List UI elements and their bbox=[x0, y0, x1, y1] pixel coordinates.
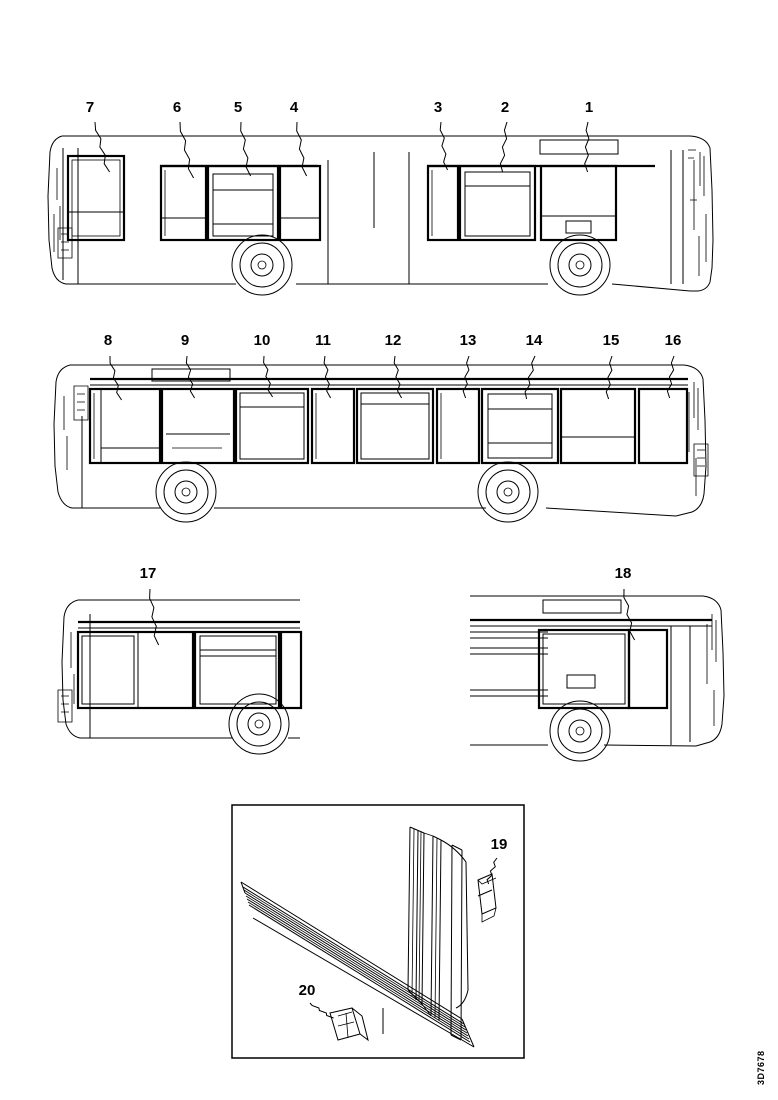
svg-text:3D7678: 3D7678 bbox=[756, 1050, 766, 1085]
window-unit-3 bbox=[426, 164, 460, 242]
callout-18[interactable]: 18 bbox=[615, 565, 636, 641]
callout-10[interactable]: 10 bbox=[254, 332, 274, 398]
view-lower-left-partial bbox=[57, 599, 303, 755]
callout-16[interactable]: 16 bbox=[665, 332, 682, 399]
callout-leader-6 bbox=[179, 121, 195, 179]
callout-number-20: 20 bbox=[299, 982, 316, 999]
callout-4[interactable]: 4 bbox=[290, 99, 308, 177]
callout-15[interactable]: 15 bbox=[603, 332, 620, 400]
window-unit-4 bbox=[278, 164, 322, 242]
callout-leader-11 bbox=[323, 355, 332, 399]
callout-leader-13 bbox=[462, 355, 470, 399]
wheel-front-view2 bbox=[477, 461, 539, 523]
callout-7[interactable]: 7 bbox=[86, 99, 111, 173]
callout-leader-15 bbox=[605, 355, 613, 400]
callout-number-5: 5 bbox=[234, 99, 242, 116]
clip-part-20 bbox=[329, 1007, 384, 1042]
callout-leader-5 bbox=[240, 121, 252, 177]
callout-number-1: 1 bbox=[585, 99, 593, 116]
callout-number-9: 9 bbox=[181, 332, 189, 349]
window-unit-9 bbox=[160, 387, 236, 465]
view-lower-right-partial bbox=[470, 595, 725, 762]
callout-19[interactable]: 19 bbox=[486, 836, 508, 885]
callout-3[interactable]: 3 bbox=[434, 99, 449, 171]
callout-14[interactable]: 14 bbox=[524, 332, 543, 400]
window-unit-6 bbox=[159, 164, 208, 242]
callout-number-14: 14 bbox=[526, 332, 543, 349]
callout-number-3: 3 bbox=[434, 99, 442, 116]
callout-leader-16 bbox=[666, 355, 675, 399]
window-unit-5 bbox=[206, 164, 280, 242]
callout-number-4: 4 bbox=[290, 99, 299, 116]
drawing-code: 3D7678 bbox=[756, 1050, 766, 1085]
callout-leader-4 bbox=[296, 121, 308, 177]
wheel-rear-view1 bbox=[231, 234, 293, 296]
callout-number-18: 18 bbox=[615, 565, 632, 582]
callout-11[interactable]: 11 bbox=[315, 332, 332, 399]
callout-2[interactable]: 2 bbox=[499, 99, 509, 173]
callout-number-12: 12 bbox=[385, 332, 402, 349]
window-unit-12 bbox=[355, 387, 435, 465]
wheel-view4 bbox=[549, 700, 611, 762]
callout-leader-7 bbox=[94, 121, 111, 173]
callout-13[interactable]: 13 bbox=[460, 332, 477, 399]
clip-part-19 bbox=[477, 873, 497, 923]
callout-number-13: 13 bbox=[460, 332, 477, 349]
callout-leader-18 bbox=[623, 588, 636, 641]
callout-leader-19 bbox=[486, 857, 498, 885]
window-unit-1 bbox=[539, 164, 618, 242]
callout-number-17: 17 bbox=[140, 565, 157, 582]
window-unit-14 bbox=[480, 387, 560, 465]
view-detail-inset bbox=[231, 804, 525, 1059]
window-unit-16 bbox=[637, 387, 689, 465]
callout-number-7: 7 bbox=[86, 99, 94, 116]
callout-leader-1 bbox=[584, 121, 590, 173]
window-unit-8 bbox=[88, 387, 162, 465]
callout-number-19: 19 bbox=[491, 836, 508, 853]
callout-number-11: 11 bbox=[315, 332, 331, 349]
callout-12[interactable]: 12 bbox=[385, 332, 403, 399]
callout-number-16: 16 bbox=[665, 332, 682, 349]
window-unit-2 bbox=[458, 164, 537, 242]
callout-leader-2 bbox=[499, 121, 508, 173]
view-upper-side-elevation bbox=[47, 135, 714, 296]
window-unit-15 bbox=[559, 387, 637, 465]
window-unit-17 bbox=[76, 630, 303, 710]
callout-leader-12 bbox=[393, 355, 403, 399]
callout-leader-20 bbox=[309, 1002, 334, 1019]
callout-9[interactable]: 9 bbox=[181, 332, 196, 399]
callout-leader-3 bbox=[439, 121, 449, 171]
callout-number-10: 10 bbox=[254, 332, 271, 349]
callout-20[interactable]: 20 bbox=[299, 982, 334, 1019]
window-unit-11 bbox=[310, 387, 356, 465]
window-unit-13 bbox=[435, 387, 481, 465]
callout-17[interactable]: 17 bbox=[140, 565, 160, 646]
callout-leader-8 bbox=[109, 355, 123, 401]
callout-number-6: 6 bbox=[173, 99, 181, 116]
callout-leader-9 bbox=[185, 355, 196, 399]
callout-number-8: 8 bbox=[104, 332, 112, 349]
callout-5[interactable]: 5 bbox=[234, 99, 252, 177]
wheel-front-view1 bbox=[549, 234, 611, 296]
callout-6[interactable]: 6 bbox=[173, 99, 195, 179]
callout-leader-10 bbox=[263, 355, 274, 398]
window-unit-10 bbox=[234, 387, 310, 465]
callout-8[interactable]: 8 bbox=[104, 332, 123, 401]
callout-leader-17 bbox=[149, 588, 160, 646]
callout-number-15: 15 bbox=[603, 332, 620, 349]
callout-1[interactable]: 1 bbox=[584, 99, 593, 173]
view-middle-side-elevation bbox=[53, 364, 709, 523]
window-rail-extrusion bbox=[240, 881, 475, 1048]
callout-leader-14 bbox=[524, 355, 536, 400]
wheel-view3 bbox=[228, 693, 290, 755]
window-unit-7 bbox=[66, 154, 126, 242]
pillar-profile bbox=[407, 826, 469, 1041]
wheel-rear-view2 bbox=[155, 461, 217, 523]
callout-number-2: 2 bbox=[501, 99, 509, 116]
window-unit-18 bbox=[537, 628, 669, 710]
